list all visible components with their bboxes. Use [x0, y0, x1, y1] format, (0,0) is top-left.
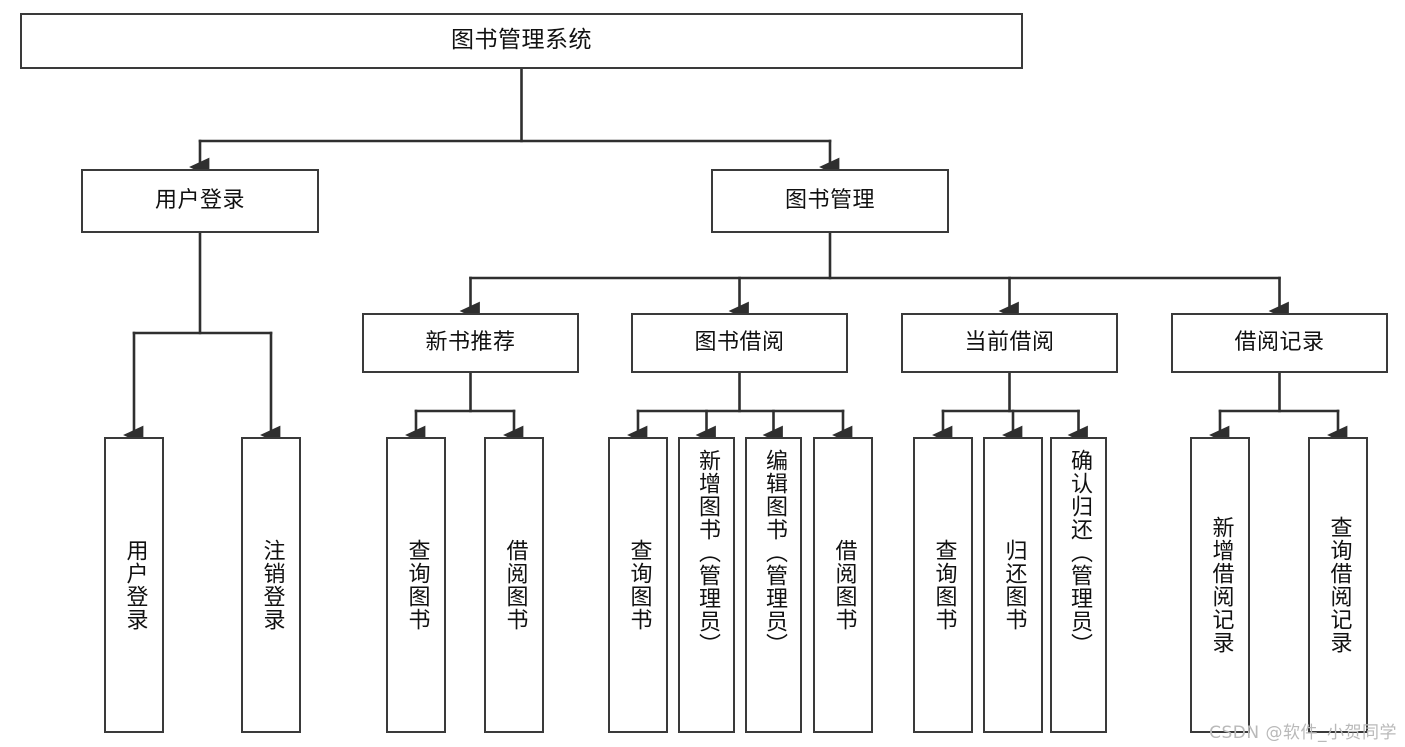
node-leaf-bb-borrow[interactable]: 借阅图书 [813, 437, 873, 733]
node-label: 新增图书（管理员） [694, 449, 720, 656]
node-label: 新书推荐 [425, 329, 516, 355]
node-label: 图书管理 [784, 187, 875, 213]
node-borrow[interactable]: 图书借阅 [631, 313, 848, 373]
node-current[interactable]: 当前借阅 [901, 313, 1118, 373]
node-label: 当前借阅 [964, 329, 1055, 355]
node-label: 注销登录 [259, 539, 285, 631]
node-leaf-rc-add[interactable]: 新增借阅记录 [1190, 437, 1250, 733]
node-newbook[interactable]: 新书推荐 [362, 313, 579, 373]
node-leaf-nb-borrow[interactable]: 借阅图书 [484, 437, 544, 733]
node-leaf-nb-query[interactable]: 查询图书 [386, 437, 446, 733]
node-login[interactable]: 用户登录 [81, 169, 319, 233]
node-label: 归还图书 [1001, 539, 1027, 631]
node-label: 确认归还（管理员） [1066, 449, 1092, 656]
node-leaf-rc-query[interactable]: 查询借阅记录 [1308, 437, 1368, 733]
node-records[interactable]: 借阅记录 [1171, 313, 1388, 373]
node-label: 借阅图书 [502, 539, 528, 631]
node-label: 图书借阅 [694, 329, 785, 355]
node-label: 图书管理系统 [451, 27, 592, 54]
csdn-watermark: CSDN @软件_小贺同学 [1209, 723, 1397, 743]
node-leaf-bb-add[interactable]: 新增图书（管理员） [678, 437, 735, 733]
node-label: 查询图书 [626, 539, 652, 631]
node-leaf-cb-return[interactable]: 归还图书 [983, 437, 1043, 733]
node-label: 查询图书 [404, 539, 430, 631]
node-leaf-user-logout[interactable]: 注销登录 [241, 437, 301, 733]
node-label: 用户登录 [154, 187, 245, 213]
node-leaf-cb-query[interactable]: 查询图书 [913, 437, 973, 733]
node-leaf-bb-query[interactable]: 查询图书 [608, 437, 668, 733]
node-bookmgmt[interactable]: 图书管理 [711, 169, 949, 233]
node-label: 借阅记录 [1234, 329, 1325, 355]
node-label: 查询借阅记录 [1326, 516, 1352, 654]
node-leaf-user-login[interactable]: 用户登录 [104, 437, 164, 733]
node-leaf-cb-confirm[interactable]: 确认归还（管理员） [1050, 437, 1107, 733]
node-root[interactable]: 图书管理系统 [20, 13, 1023, 69]
node-label: 新增借阅记录 [1208, 516, 1234, 654]
node-label: 编辑图书（管理员） [761, 449, 787, 656]
node-label: 查询图书 [931, 539, 957, 631]
node-label: 用户登录 [122, 539, 148, 631]
node-label: 借阅图书 [831, 539, 857, 631]
node-leaf-bb-edit[interactable]: 编辑图书（管理员） [745, 437, 802, 733]
